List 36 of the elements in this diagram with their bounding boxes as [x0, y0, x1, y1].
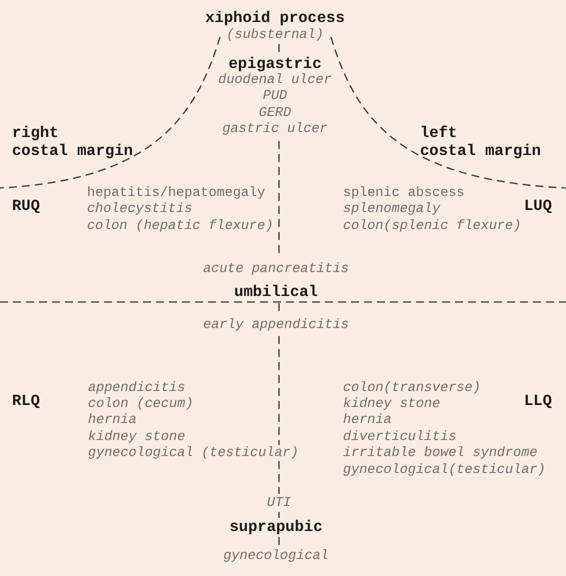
condition-label: gastric ulcer [222, 122, 328, 136]
region-label: epigastric [228, 56, 322, 72]
condition-label: GERD [258, 106, 292, 120]
landmark-label: right costal margin [12, 124, 134, 160]
landmark-label: left costal margin [420, 124, 542, 160]
region-note: (substernal) [226, 28, 324, 42]
quadrant-label: RUQ [12, 198, 40, 214]
condition-label: hernia [88, 412, 137, 428]
quadrant-label: RLQ [12, 393, 40, 409]
condition-label: UTI [266, 496, 292, 510]
condition-label: appendicitis [88, 380, 186, 396]
condition-label: diverticulitis [343, 430, 456, 444]
condition-label: colon (hepatic flexure) [87, 218, 274, 234]
condition-label: colon(transverse) [343, 380, 481, 396]
condition-label: gynecological (testicular) [88, 446, 299, 460]
region-label: suprapubic [230, 519, 322, 535]
condition-label: gynecological(testicular) [343, 462, 546, 478]
condition-label: irritable bowel syndrome [343, 446, 538, 460]
condition-label: kidney stone [88, 430, 186, 444]
region-label: umbilical [234, 284, 318, 300]
condition-label: hernia [343, 412, 392, 428]
condition-label: cholecystitis [87, 202, 192, 216]
condition-label: acute pancreatitis [203, 262, 349, 276]
condition-label: kidney stone [343, 396, 440, 412]
condition-label: gynecological [223, 548, 329, 564]
condition-label: colon (cecum) [88, 396, 194, 412]
condition-label: splenic abscess [343, 186, 465, 200]
landmark-label: xiphoid process [205, 10, 345, 26]
condition-label: duodenal ulcer [218, 72, 332, 88]
quadrant-label: LUQ [524, 198, 552, 214]
quadrant-label: LLQ [524, 393, 552, 409]
condition-label: splenomegaly [343, 202, 440, 216]
condition-label: early appendicitis [203, 318, 349, 332]
condition-label: PUD [262, 88, 288, 104]
condition-label: hepatitis/hepatomegaly [87, 186, 266, 200]
condition-label: colon(splenic flexure) [343, 218, 522, 234]
